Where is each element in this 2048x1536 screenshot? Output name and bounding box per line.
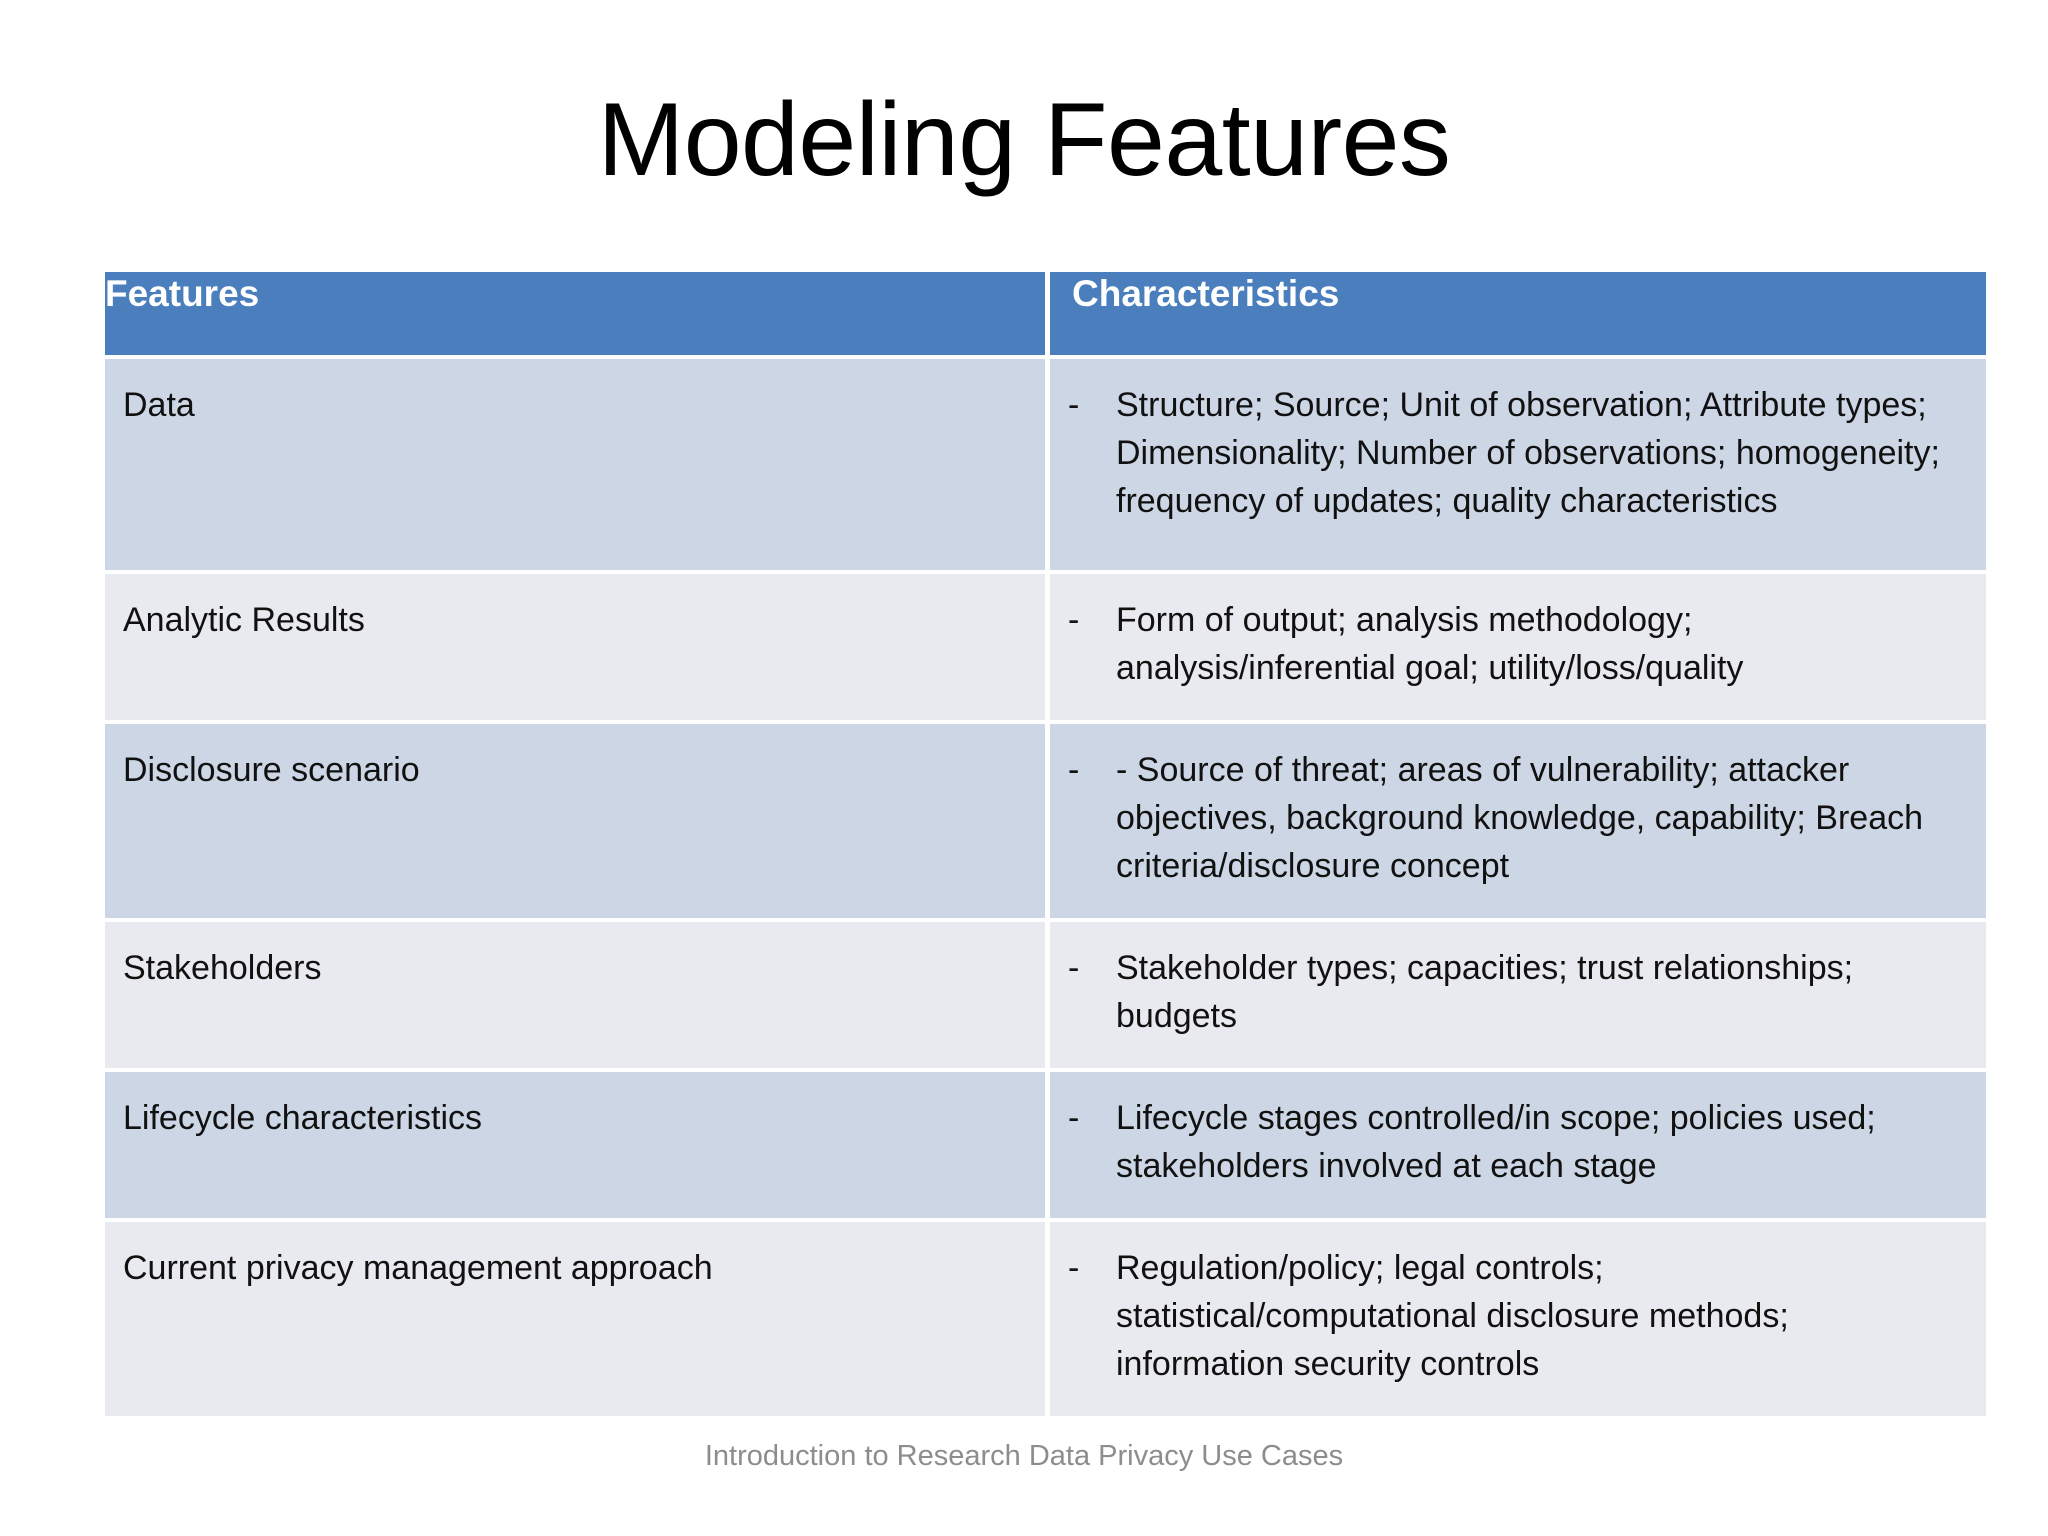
feature-cell: Current privacy management approach	[105, 1218, 1045, 1416]
characteristics-text: Stakeholder types; capacities; trust rel…	[1116, 949, 1854, 1035]
bullet-dash: -	[1068, 751, 1080, 789]
characteristics-cell: - Form of output; analysis methodology; …	[1045, 570, 1986, 720]
characteristics-text: Form of output; analysis methodology; an…	[1116, 601, 1744, 687]
table-row: Lifecycle characteristics - Lifecycle st…	[105, 1068, 1986, 1218]
characteristics-cell: - - Source of threat; areas of vulnerabi…	[1045, 720, 1986, 918]
feature-cell: Disclosure scenario	[105, 720, 1045, 918]
table-row: Data - Structure; Source; Unit of observ…	[105, 355, 1986, 570]
feature-cell: Lifecycle characteristics	[105, 1068, 1045, 1218]
table-row: Stakeholders - Stakeholder types; capaci…	[105, 918, 1986, 1068]
characteristics-cell: - Regulation/policy; legal controls; sta…	[1045, 1218, 1986, 1416]
feature-cell: Stakeholders	[105, 918, 1045, 1068]
bullet-dash: -	[1068, 949, 1080, 987]
bullet-dash: -	[1068, 386, 1080, 424]
characteristics-text: - Source of threat; areas of vulnerabili…	[1116, 751, 1924, 885]
bullet-dash: -	[1068, 1249, 1080, 1287]
table-row: Disclosure scenario - - Source of threat…	[105, 720, 1986, 918]
page-title: Modeling Features	[597, 81, 1451, 198]
table-header-row: Features Characteristics	[105, 272, 1986, 355]
column-header-characteristics: Characteristics	[1045, 272, 1986, 355]
table-row: Current privacy management approach - Re…	[105, 1218, 1986, 1416]
characteristics-cell: - Lifecycle stages controlled/in scope; …	[1045, 1068, 1986, 1218]
characteristics-text: Lifecycle stages controlled/in scope; po…	[1116, 1099, 1876, 1185]
characteristics-cell: - Stakeholder types; capacities; trust r…	[1045, 918, 1986, 1068]
characteristics-text: Structure; Source; Unit of observation; …	[1116, 386, 1940, 520]
modeling-features-table: Features Characteristics Data - Structur…	[105, 272, 1986, 1416]
column-header-features: Features	[105, 272, 1045, 355]
table-row: Analytic Results - Form of output; analy…	[105, 570, 1986, 720]
table-header: Features Characteristics	[105, 272, 1986, 355]
slide-footer: Introduction to Research Data Privacy Us…	[704, 1440, 1344, 1472]
feature-cell: Data	[105, 355, 1045, 570]
characteristics-text: Regulation/policy; legal controls; stati…	[1116, 1249, 1789, 1383]
characteristics-cell: - Structure; Source; Unit of observation…	[1045, 355, 1986, 570]
bullet-dash: -	[1068, 1099, 1080, 1137]
bullet-dash: -	[1068, 601, 1080, 639]
table-body: Data - Structure; Source; Unit of observ…	[105, 355, 1986, 1416]
feature-cell: Analytic Results	[105, 570, 1045, 720]
